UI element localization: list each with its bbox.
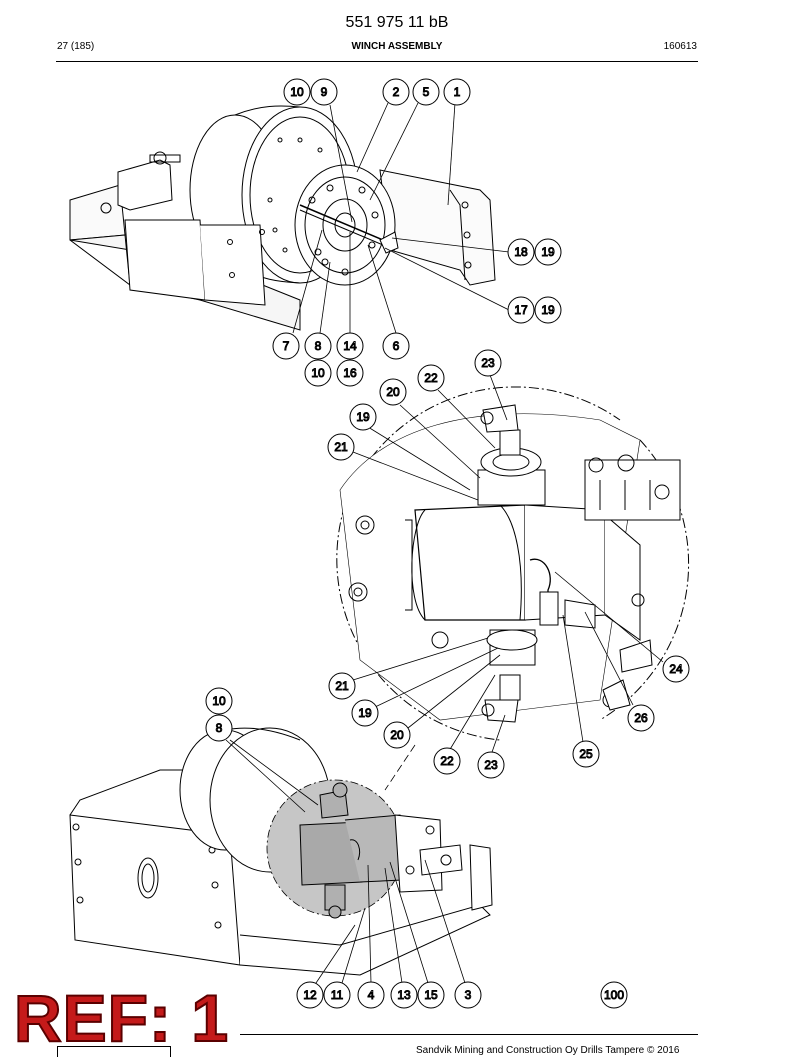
svg-text:25: 25 — [579, 747, 593, 761]
svg-text:23: 23 — [481, 356, 495, 370]
page-count: 27 (185) — [57, 41, 95, 52]
callout-top-7: 7 — [272, 332, 300, 360]
footer-copyright: Sandvik Mining and Construction Oy Drill… — [416, 1045, 680, 1056]
top-winch-illustration — [69, 105, 496, 331]
callout-top-1: 1 — [443, 78, 471, 106]
detail-connector-line — [384, 744, 416, 791]
svg-text:21: 21 — [334, 440, 348, 454]
callout-bot-3: 3 — [454, 981, 482, 1009]
detail-magnified-view — [336, 386, 690, 741]
callout-bot-10: 10 — [205, 687, 233, 715]
date-code: 160613 — [663, 41, 697, 52]
svg-text:3: 3 — [465, 988, 472, 1002]
callout-top-8: 8 — [304, 332, 332, 360]
callout-mid-19b: 19 — [351, 699, 379, 727]
svg-text:18: 18 — [514, 245, 528, 259]
callout-bot-8: 8 — [205, 714, 233, 742]
svg-text:22: 22 — [440, 754, 454, 768]
middle-leader-lines — [352, 374, 664, 756]
callout-top-5: 5 — [412, 78, 440, 106]
callout-top-10a: 10 — [283, 78, 311, 106]
svg-text:15: 15 — [424, 988, 438, 1002]
callout-top-9: 9 — [310, 78, 338, 106]
callout-mid-21a: 21 — [327, 433, 355, 461]
svg-text:10: 10 — [212, 694, 226, 708]
ref-stamp: REF: 1 — [13, 981, 230, 1055]
svg-text:11: 11 — [331, 988, 344, 1002]
svg-text:2: 2 — [393, 85, 400, 99]
callout-top-6: 6 — [382, 332, 410, 360]
callout-top-2: 2 — [382, 78, 410, 106]
top-leader-lines — [292, 102, 510, 334]
svg-text:7: 7 — [283, 339, 290, 353]
callout-bot-13: 13 — [390, 981, 418, 1009]
callout-mid-20b: 20 — [383, 721, 411, 749]
callout-mid-20a: 20 — [379, 378, 407, 406]
svg-text:20: 20 — [390, 728, 404, 742]
callout-bot-12: 12 — [296, 981, 324, 1009]
callout-mid-24: 24 — [662, 655, 690, 683]
callout-mid-23b: 23 — [477, 751, 505, 779]
svg-text:13: 13 — [397, 988, 411, 1002]
svg-text:8: 8 — [216, 721, 223, 735]
svg-text:1: 1 — [454, 85, 461, 99]
svg-text:19: 19 — [541, 245, 555, 259]
svg-text:21: 21 — [335, 679, 349, 693]
svg-text:19: 19 — [356, 410, 370, 424]
callout-bot-15: 15 — [417, 981, 445, 1009]
footer-rule — [240, 1034, 698, 1035]
callout-top-10b: 10 — [304, 359, 332, 387]
callout-top-18: 18 — [507, 238, 535, 266]
svg-text:14: 14 — [343, 339, 357, 353]
callout-mid-26: 26 — [627, 704, 655, 732]
callout-bot-4: 4 — [357, 981, 385, 1009]
header-rule — [56, 61, 698, 62]
svg-text:24: 24 — [669, 662, 683, 676]
callout-mid-22b: 22 — [433, 747, 461, 775]
svg-text:10: 10 — [311, 366, 325, 380]
callout-mid-22a: 22 — [417, 364, 445, 392]
svg-text:23: 23 — [484, 758, 498, 772]
svg-text:12: 12 — [303, 988, 317, 1002]
document-number: 551 975 11 bB — [345, 14, 449, 31]
svg-text:9: 9 — [321, 85, 328, 99]
svg-text:16: 16 — [343, 366, 357, 380]
bottom-winch-illustration — [69, 727, 493, 976]
svg-text:19: 19 — [541, 303, 555, 317]
callout-bot-11: 11 — [323, 981, 351, 1009]
svg-text:10: 10 — [290, 85, 304, 99]
callout-mid-19a: 19 — [349, 403, 377, 431]
svg-text:20: 20 — [386, 385, 400, 399]
callout-top-17: 17 — [507, 296, 535, 324]
callout-mid-21b: 21 — [328, 672, 356, 700]
callout-top-14: 14 — [336, 332, 364, 360]
company-logo — [57, 1046, 171, 1057]
callout-top-19b: 19 — [534, 296, 562, 324]
svg-text:6: 6 — [393, 339, 400, 353]
bottom-leader-lines — [225, 739, 466, 984]
callout-top-19a: 19 — [534, 238, 562, 266]
callout-top-16: 16 — [336, 359, 364, 387]
svg-text:5: 5 — [423, 85, 430, 99]
svg-text:17: 17 — [514, 303, 528, 317]
svg-text:4: 4 — [368, 988, 375, 1002]
svg-text:19: 19 — [358, 706, 372, 720]
svg-text:22: 22 — [424, 371, 438, 385]
callout-mid-25: 25 — [572, 740, 600, 768]
section-title: WINCH ASSEMBLY — [351, 41, 443, 52]
callout-bot-100: 100 — [600, 981, 628, 1009]
svg-text:100: 100 — [604, 988, 624, 1002]
svg-text:8: 8 — [315, 339, 322, 353]
callout-mid-23a: 23 — [474, 349, 502, 377]
svg-text:26: 26 — [634, 711, 648, 725]
